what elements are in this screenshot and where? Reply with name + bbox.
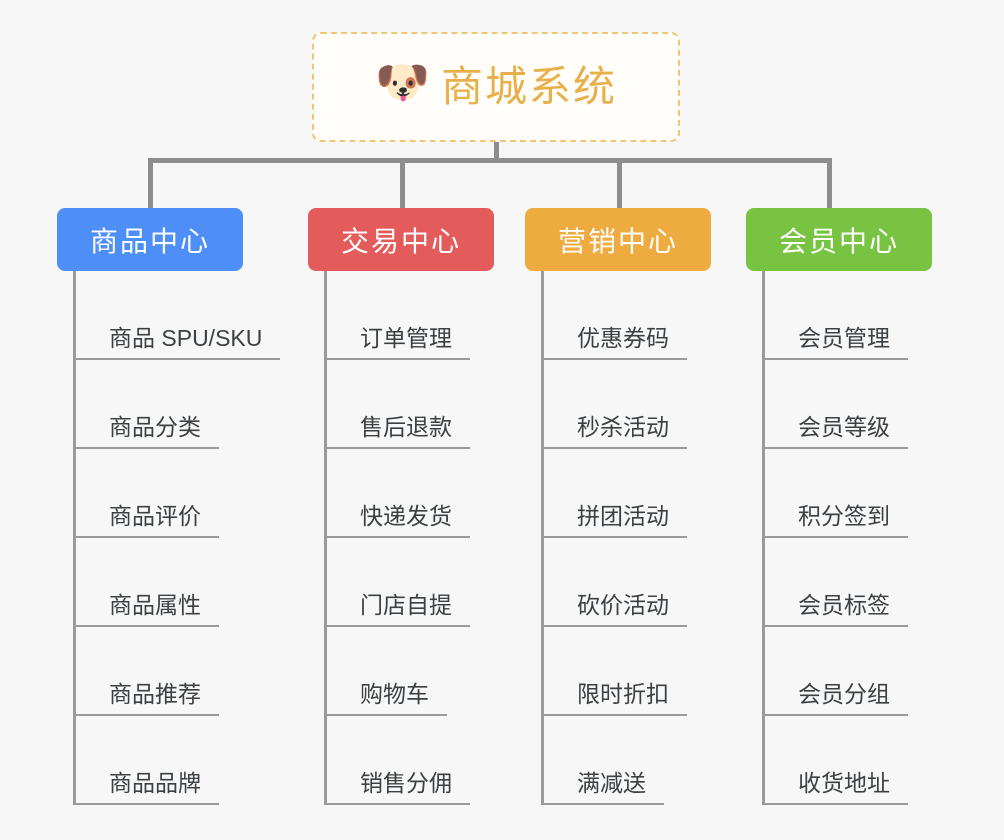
root-node-label: 商城系统 <box>440 63 617 110</box>
list-item[interactable]: 售后退款 <box>327 360 587 449</box>
branch-marketing-center: 营销中心 优惠券码 秒杀活动 拼团活动 砍价活动 限时折扣 满减送 <box>525 208 825 805</box>
leaf-label: 积分签到 <box>765 503 908 538</box>
leaf-label: 砍价活动 <box>544 592 687 627</box>
root-node[interactable]: 🐶 商城系统 <box>312 32 680 142</box>
leaf-label: 售后退款 <box>327 414 470 449</box>
category-header-label: 营销中心 <box>557 225 678 257</box>
leaf-label: 订单管理 <box>327 325 470 360</box>
leaf-list-marketing-center: 优惠券码 秒杀活动 拼团活动 砍价活动 限时折扣 满减送 <box>541 271 804 805</box>
list-item[interactable]: 订单管理 <box>327 271 587 360</box>
leaf-label: 快递发货 <box>327 503 470 538</box>
list-item[interactable]: 会员分组 <box>765 627 1004 716</box>
connector-horizontal-bus <box>148 158 832 163</box>
leaf-label: 限时折扣 <box>544 681 687 716</box>
leaf-label: 商品属性 <box>76 592 219 627</box>
leaf-label: 门店自提 <box>327 592 470 627</box>
leaf-list-product-center: 商品 SPU/SKU 商品分类 商品评价 商品属性 商品推荐 商品品牌 <box>73 271 336 805</box>
list-item[interactable]: 会员等级 <box>765 360 1004 449</box>
category-header-label: 会员中心 <box>778 225 899 257</box>
category-header-trade-center[interactable]: 交易中心 <box>308 208 494 271</box>
leaf-label: 商品推荐 <box>76 681 219 716</box>
connector-drop-trade-center <box>400 158 405 210</box>
leaf-list-member-center: 会员管理 会员等级 积分签到 会员标签 会员分组 收货地址 <box>762 271 1004 805</box>
branch-member-center: 会员中心 会员管理 会员等级 积分签到 会员标签 会员分组 收货地址 <box>746 208 1004 805</box>
list-item[interactable]: 会员标签 <box>765 538 1004 627</box>
leaf-label: 优惠券码 <box>544 325 687 360</box>
connector-drop-product-center <box>148 158 153 210</box>
list-item[interactable]: 快递发货 <box>327 449 587 538</box>
list-item[interactable]: 销售分佣 <box>327 716 587 805</box>
branch-product-center: 商品中心 商品 SPU/SKU 商品分类 商品评价 商品属性 商品推荐 商品品牌 <box>57 208 357 805</box>
leaf-label: 会员标签 <box>765 592 908 627</box>
leaf-label: 购物车 <box>327 681 447 716</box>
category-header-label: 商品中心 <box>89 225 210 257</box>
category-header-member-center[interactable]: 会员中心 <box>746 208 932 271</box>
leaf-label: 商品 SPU/SKU <box>76 325 281 360</box>
list-item[interactable]: 商品评价 <box>76 449 336 538</box>
leaf-label: 会员分组 <box>765 681 908 716</box>
list-item[interactable]: 商品推荐 <box>76 627 336 716</box>
leaf-label: 商品评价 <box>76 503 219 538</box>
list-item[interactable]: 砍价活动 <box>544 538 804 627</box>
list-item[interactable]: 收货地址 <box>765 716 1004 805</box>
category-header-label: 交易中心 <box>340 225 461 257</box>
leaf-label: 会员管理 <box>765 325 908 360</box>
list-item[interactable]: 商品品牌 <box>76 716 336 805</box>
shiba-dog-face-icon: 🐶 <box>374 58 430 107</box>
list-item[interactable]: 商品属性 <box>76 538 336 627</box>
list-item[interactable]: 积分签到 <box>765 449 1004 538</box>
branch-trade-center: 交易中心 订单管理 售后退款 快递发货 门店自提 购物车 销售分佣 <box>308 208 608 805</box>
connector-drop-marketing-center <box>617 158 622 210</box>
connector-root-stem <box>494 142 499 162</box>
list-item[interactable]: 满减送 <box>544 716 804 805</box>
leaf-label: 会员等级 <box>765 414 908 449</box>
list-item[interactable]: 商品分类 <box>76 360 336 449</box>
leaf-label: 秒杀活动 <box>544 414 687 449</box>
category-header-product-center[interactable]: 商品中心 <box>57 208 243 271</box>
leaf-label: 满减送 <box>544 770 664 805</box>
leaf-list-trade-center: 订单管理 售后退款 快递发货 门店自提 购物车 销售分佣 <box>324 271 587 805</box>
category-header-marketing-center[interactable]: 营销中心 <box>525 208 711 271</box>
list-item[interactable]: 门店自提 <box>327 538 587 627</box>
list-item[interactable]: 商品 SPU/SKU <box>76 271 336 360</box>
list-item[interactable]: 会员管理 <box>765 271 1004 360</box>
list-item[interactable]: 拼团活动 <box>544 449 804 538</box>
leaf-label: 收货地址 <box>765 770 908 805</box>
list-item[interactable]: 购物车 <box>327 627 587 716</box>
list-item[interactable]: 秒杀活动 <box>544 360 804 449</box>
leaf-label: 商品分类 <box>76 414 219 449</box>
list-item[interactable]: 优惠券码 <box>544 271 804 360</box>
connector-drop-member-center <box>827 158 832 210</box>
leaf-label: 拼团活动 <box>544 503 687 538</box>
list-item[interactable]: 限时折扣 <box>544 627 804 716</box>
leaf-label: 商品品牌 <box>76 770 219 805</box>
leaf-label: 销售分佣 <box>327 770 470 805</box>
